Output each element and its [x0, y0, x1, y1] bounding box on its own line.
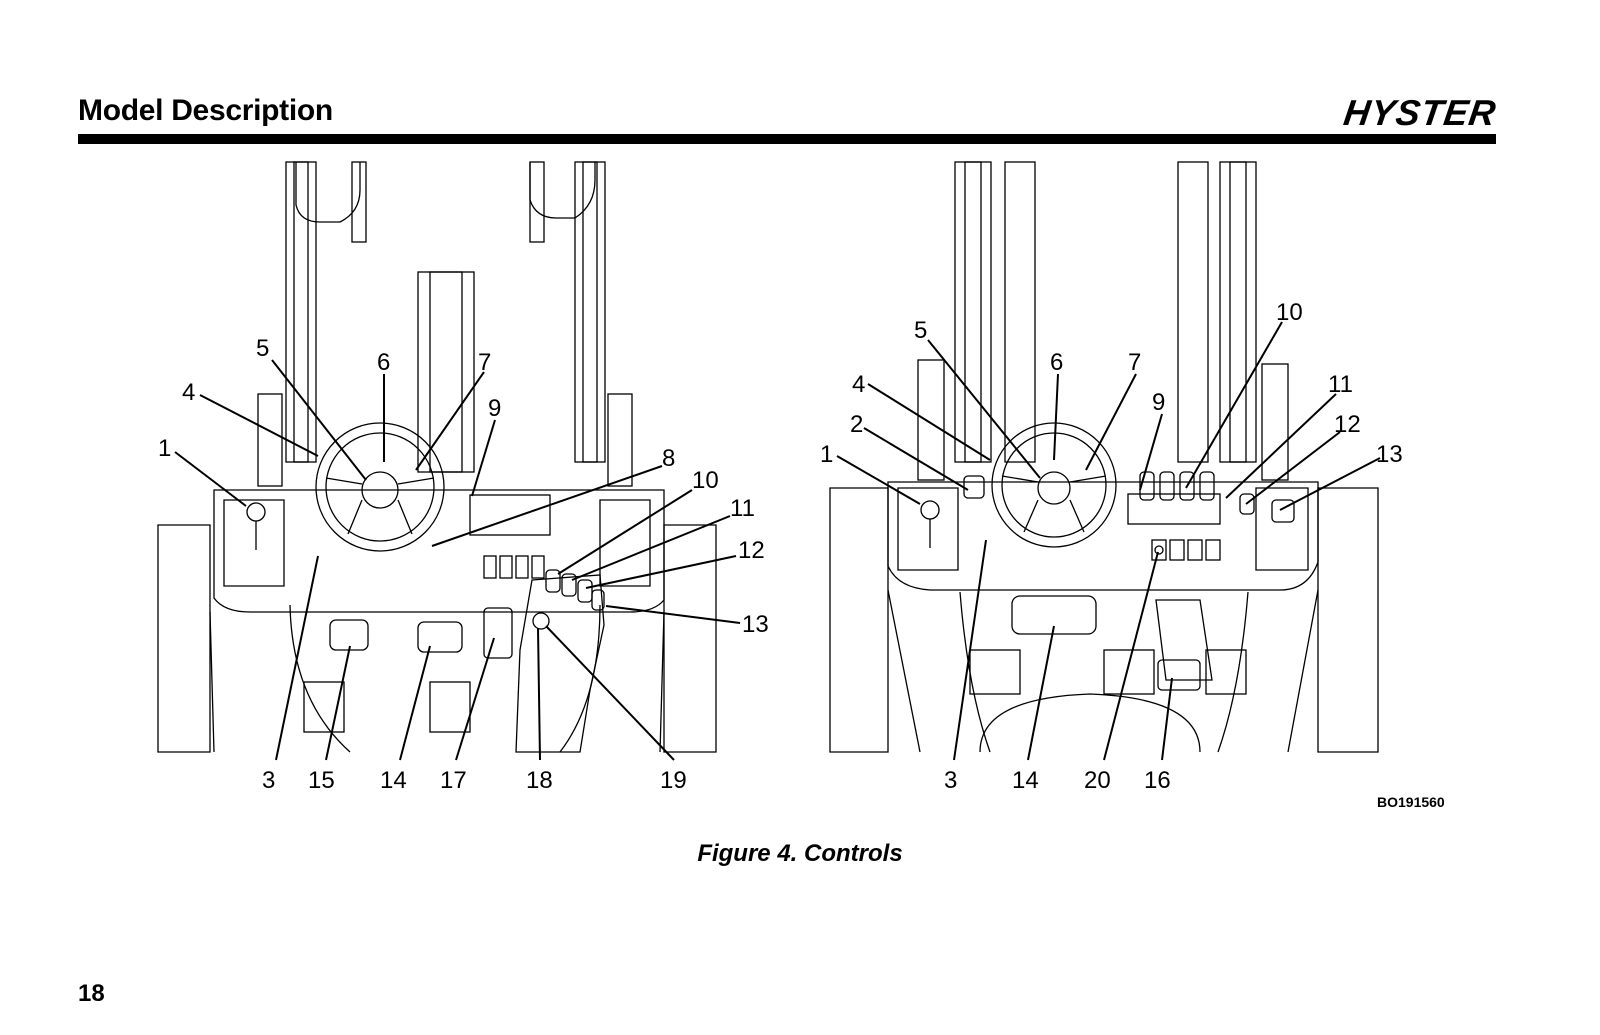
- callout-left-4: 4: [182, 379, 195, 406]
- callout-right-2: 2: [850, 411, 863, 438]
- left-truck-illustration: [157, 161, 717, 753]
- callout-left-10: 10: [692, 467, 719, 494]
- callout-right-12: 12: [1334, 411, 1361, 438]
- callout-right-16: 16: [1144, 767, 1171, 794]
- callout-right-6: 6: [1050, 349, 1063, 376]
- callout-left-13: 13: [742, 611, 769, 638]
- callout-left-12: 12: [738, 537, 765, 564]
- right-leader-lines: [836, 321, 1381, 761]
- callout-right-3: 3: [944, 767, 957, 794]
- callout-right-5: 5: [914, 317, 927, 344]
- callout-left-11: 11: [730, 495, 755, 522]
- page-number: 18: [78, 980, 105, 1007]
- right-truck-illustration: [829, 161, 1379, 753]
- callout-right-20: 20: [1084, 767, 1111, 794]
- callout-left-17: 17: [440, 767, 467, 794]
- callout-left-8: 8: [662, 445, 675, 472]
- callout-right-9: 9: [1152, 389, 1165, 416]
- callout-right-1: 1: [820, 441, 833, 468]
- callout-right-13: 13: [1376, 441, 1403, 468]
- page-title: Model Description: [78, 94, 333, 127]
- figure-code: BO191560: [1377, 794, 1445, 810]
- callout-left-9: 9: [488, 395, 501, 422]
- callout-left-1: 1: [158, 435, 171, 462]
- callout-right-11: 11: [1328, 371, 1353, 398]
- callout-left-18: 18: [526, 767, 553, 794]
- callout-left-6: 6: [377, 349, 390, 376]
- callout-left-15: 15: [308, 767, 335, 794]
- callout-left-19: 19: [660, 767, 687, 794]
- callout-right-10: 10: [1276, 299, 1303, 326]
- callout-right-7: 7: [1128, 349, 1141, 376]
- header-rule: [78, 134, 1496, 144]
- figure-caption: Figure 4. Controls: [697, 840, 903, 867]
- left-callout-numbers: 1 4 5 6 7 9 8 10 11 12 13 3 15 14 17 18 …: [158, 335, 769, 794]
- callout-left-7: 7: [478, 349, 491, 376]
- callout-right-4: 4: [852, 371, 865, 398]
- left-floor-grid: [303, 681, 471, 733]
- callout-right-14: 14: [1012, 767, 1039, 794]
- callout-left-5: 5: [256, 335, 269, 362]
- left-leader-lines: [174, 359, 741, 761]
- callout-left-3: 3: [262, 767, 275, 794]
- callout-left-14: 14: [380, 767, 407, 794]
- right-callout-numbers: 1 2 4 5 6 7 9 10 11 12 13 3 14 20 16: [820, 299, 1403, 794]
